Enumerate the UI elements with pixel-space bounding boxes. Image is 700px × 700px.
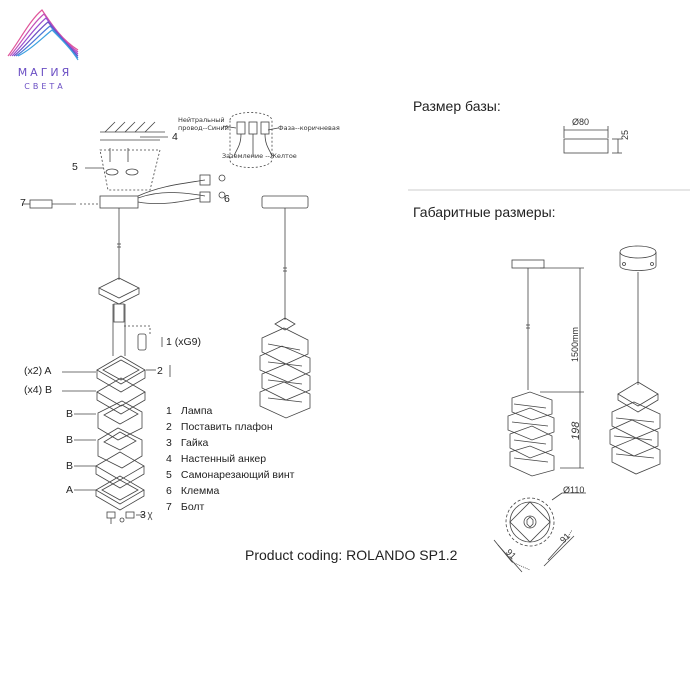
base-diameter-label: Ø80 [572, 117, 590, 127]
callout-4: 4 [172, 131, 178, 143]
base-size-heading: Размер базы: [413, 98, 501, 114]
legend-item: 2 Поставить плафон [166, 421, 273, 433]
shade-diameter-label: Ø110 [563, 485, 585, 495]
assembled-shade [259, 327, 311, 419]
callout-b-3: B [66, 460, 74, 472]
legend-item: 6 Клемма [166, 485, 220, 497]
wiring-ground: Заземление --Желтое [222, 152, 297, 160]
parts-legend: 1 Лампа 2 Поставить плафон 3 Гайка 4 Нас… [166, 403, 294, 515]
ceiling-hatch [100, 121, 165, 141]
shade-stack [95, 355, 146, 511]
callout-1: 1 (xG9) [166, 336, 202, 348]
dimension-shade [507, 391, 555, 477]
callout-7: 7 [20, 197, 26, 209]
callout-5: 5 [72, 161, 78, 173]
callout-b-1: B [66, 408, 74, 420]
callout-b-2: B [66, 434, 74, 446]
dimension-shade-3d [609, 401, 661, 475]
legend-item: 3 Гайка [166, 437, 209, 449]
bottom-view [493, 492, 586, 573]
wiring-phase: Фаза--коричневая [278, 124, 340, 132]
callout-6: 6 [224, 193, 230, 205]
callout-x4-b: (x4) B [24, 384, 53, 396]
callout-2: 2 [157, 365, 163, 377]
shade-height-label: 198 [570, 421, 582, 440]
overall-dimensions-heading: Габаритные размеры: [413, 204, 556, 220]
logo-subtitle: СВЕТА [24, 82, 66, 91]
wiring-neutral: Нейтральный провод--Синий [178, 116, 229, 132]
product-coding: Product coding: ROLANDO SP1.2 [245, 547, 458, 563]
legend-item: 1 Лампа [166, 405, 213, 417]
logo-wordmark: МАГИЯ [17, 66, 73, 79]
legend-item: 7 Болт [166, 501, 205, 513]
cord-length-label: 1500mm [570, 326, 580, 362]
base-height-label: 25 [620, 129, 630, 140]
legend-item: 4 Настенный анкер [166, 453, 267, 465]
callout-x2-a: (x2) A [24, 365, 52, 377]
legend-item: 5 Самонарезающий винт [166, 469, 295, 481]
callout-a-1: A [66, 484, 74, 496]
callout-3: 3 [140, 509, 146, 521]
